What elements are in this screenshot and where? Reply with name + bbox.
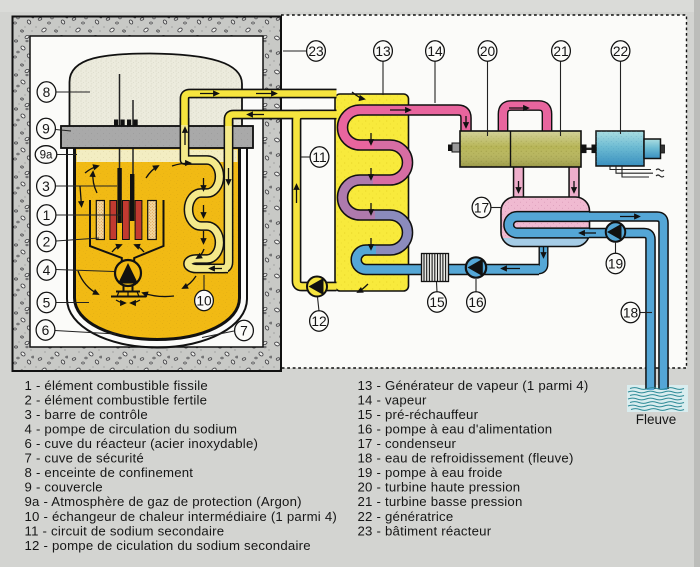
svg-text:4: 4 — [43, 263, 51, 278]
svg-text:15: 15 — [429, 295, 445, 310]
svg-text:8 - enceinte de confinement: 8 - enceinte de confinement — [25, 465, 194, 480]
svg-text:18 - eau de refroidissement (f: 18 - eau de refroidissement (fleuve) — [358, 451, 574, 466]
svg-text:9a: 9a — [40, 150, 53, 162]
svg-text:2 - élément combustible fertil: 2 - élément combustible fertile — [25, 392, 208, 407]
svg-text:17: 17 — [474, 200, 489, 215]
svg-text:19: 19 — [608, 256, 624, 271]
svg-text:17 - condenseur: 17 - condenseur — [358, 436, 457, 451]
svg-text:11: 11 — [312, 150, 326, 165]
svg-text:15 - pré-réchauffeur: 15 - pré-réchauffeur — [358, 407, 479, 422]
svg-text:Fleuve: Fleuve — [636, 412, 677, 427]
svg-text:3 - barre de contrôle: 3 - barre de contrôle — [25, 407, 148, 422]
svg-text:8: 8 — [43, 85, 51, 100]
svg-text:23: 23 — [308, 44, 324, 59]
svg-text:16: 16 — [468, 295, 484, 310]
svg-text:19 - pompe à eau froide: 19 - pompe à eau froide — [358, 465, 503, 480]
svg-text:13: 13 — [375, 44, 391, 59]
svg-text:7 - cuve de sécurité: 7 - cuve de sécurité — [25, 451, 144, 466]
svg-text:23 - bâtiment réacteur: 23 - bâtiment réacteur — [358, 523, 492, 538]
svg-text:9 - couvercle: 9 - couvercle — [25, 480, 103, 495]
svg-text:20 - turbine haute pression: 20 - turbine haute pression — [358, 480, 521, 495]
svg-text:10 - échangeur de chaleur inte: 10 - échangeur de chaleur intermédiaire … — [25, 509, 338, 524]
svg-text:1: 1 — [43, 208, 51, 223]
svg-text:16 - pompe à eau d'alimentatio: 16 - pompe à eau d'alimentation — [358, 422, 553, 437]
svg-text:6: 6 — [42, 323, 50, 338]
svg-text:10: 10 — [196, 293, 212, 308]
svg-text:4 - pompe de circulation du so: 4 - pompe de circulation du sodium — [25, 422, 238, 437]
svg-text:22: 22 — [613, 44, 628, 59]
svg-text:20: 20 — [480, 44, 496, 59]
svg-text:3: 3 — [42, 179, 50, 194]
svg-text:21 - turbine basse pression: 21 - turbine basse pression — [358, 494, 523, 509]
svg-text:13 - Générateur de vapeur (1 p: 13 - Générateur de vapeur (1 parmi 4) — [358, 378, 589, 393]
svg-text:12 - pompe de ciculation du so: 12 - pompe de ciculation du sodium secon… — [25, 538, 311, 553]
svg-text:6 - cuve du réacteur (acier in: 6 - cuve du réacteur (acier inoxydable) — [25, 436, 259, 451]
svg-text:1 - élément combustible fissil: 1 - élément combustible fissile — [25, 378, 208, 393]
svg-text:7: 7 — [240, 323, 248, 338]
svg-text:14 - vapeur: 14 - vapeur — [358, 392, 428, 407]
svg-text:21: 21 — [553, 44, 568, 59]
svg-text:5: 5 — [43, 295, 51, 310]
svg-text:12: 12 — [311, 314, 326, 329]
svg-text:9a - Atmosphère de gaz de prot: 9a - Atmosphère de gaz de protection (Ar… — [25, 494, 302, 509]
svg-text:14: 14 — [427, 44, 443, 59]
svg-text:18: 18 — [623, 305, 639, 320]
svg-text:11 - circuit de sodium seconda: 11 - circuit de sodium secondaire — [25, 523, 225, 538]
svg-text:22 - génératrice: 22 - génératrice — [358, 509, 454, 524]
svg-text:2: 2 — [43, 234, 51, 249]
svg-text:9: 9 — [42, 121, 50, 136]
